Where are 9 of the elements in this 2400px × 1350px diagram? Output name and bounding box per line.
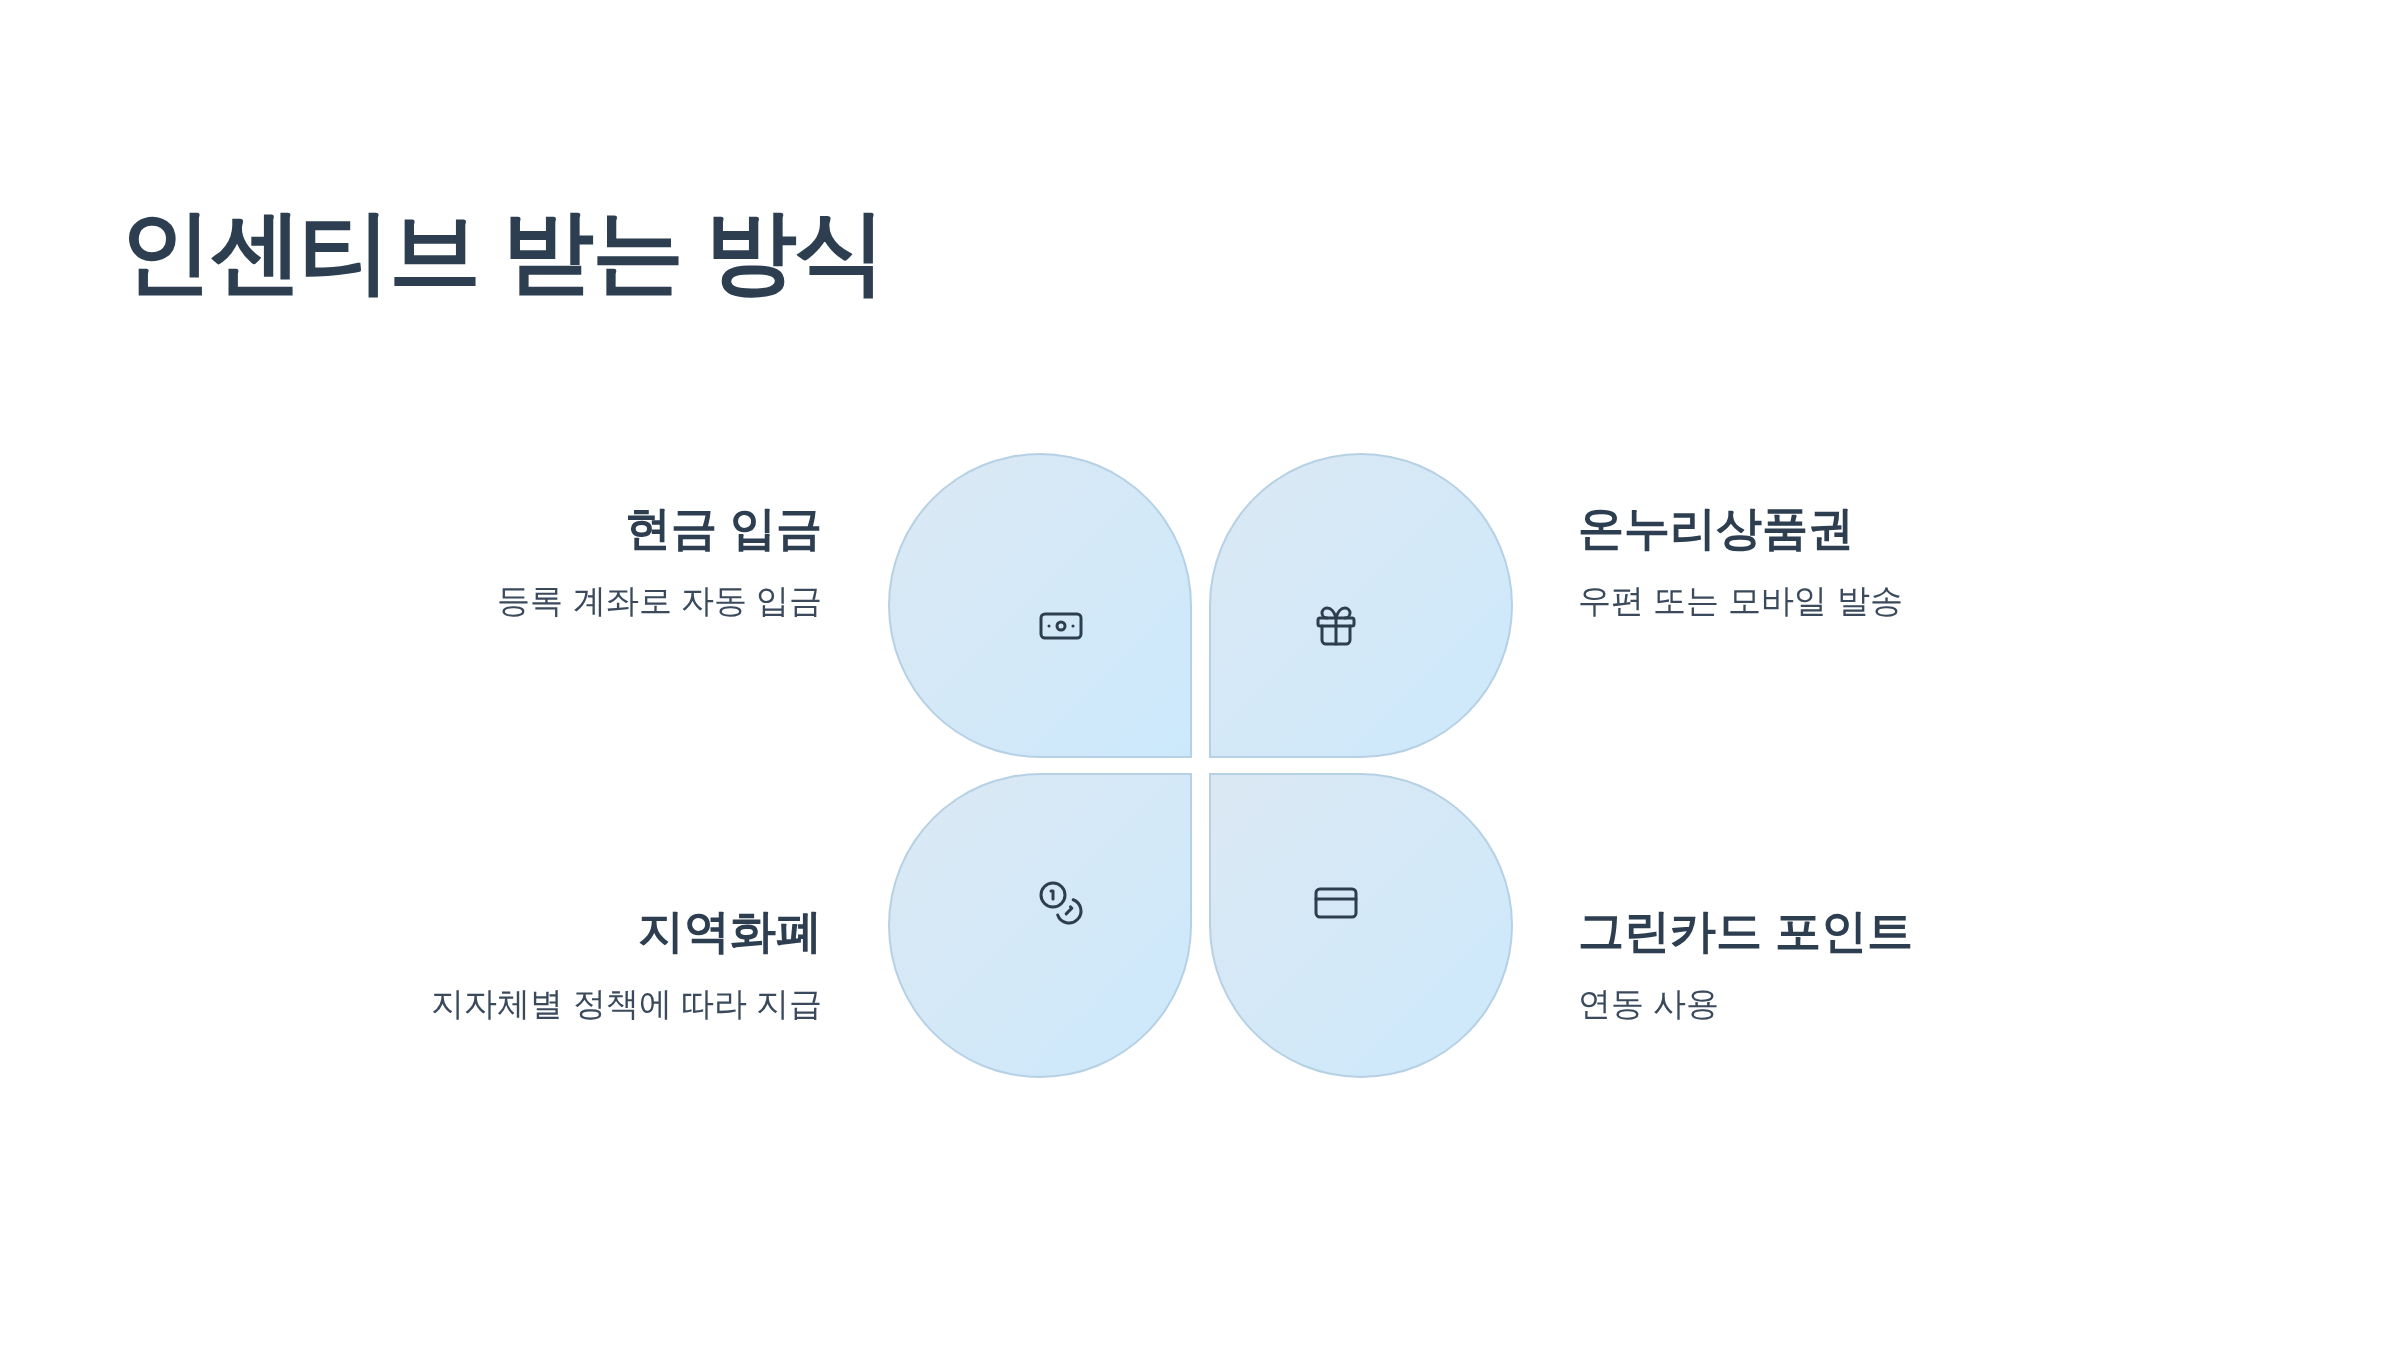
description: 연동 사용 xyxy=(1578,983,1720,1024)
heading: 현금 입금 xyxy=(625,501,822,556)
title: 인센티브 받는 방식 xyxy=(120,205,885,297)
description: 등록 계좌로 자동 입금 xyxy=(497,580,822,621)
heading: 온누리상품권 xyxy=(1578,501,1854,556)
description: 지자체별 정책에 따라 지급 xyxy=(431,983,822,1024)
heading: 지역화폐 xyxy=(638,904,822,959)
description: 우편 또는 모바일 발송 xyxy=(1578,580,1903,621)
heading: 그린카드 포인트 xyxy=(1578,904,1913,959)
